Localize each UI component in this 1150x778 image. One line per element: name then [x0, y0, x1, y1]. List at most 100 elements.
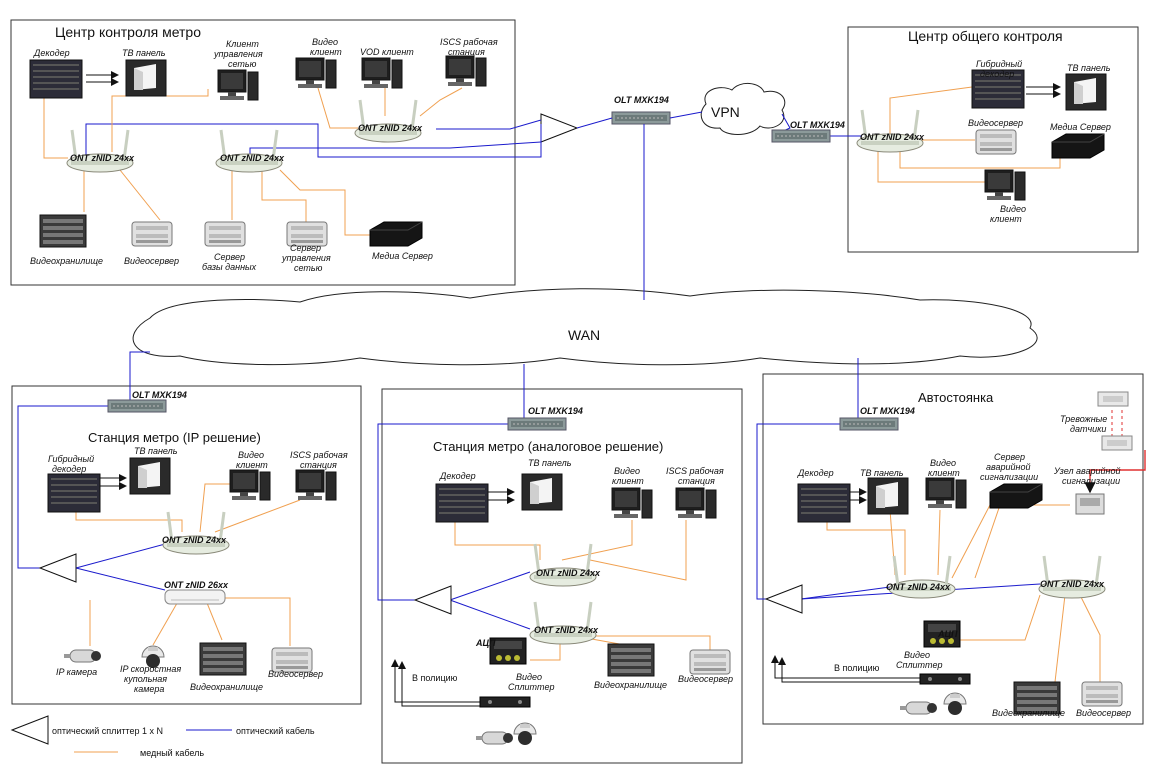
sip-storage [199, 642, 247, 676]
pk-alarm-server-label-2: аварийной [986, 462, 1031, 472]
signal-arrows [86, 71, 1061, 707]
san-ont-1-label: ONT zNID 24xx [536, 568, 601, 578]
san-police-label: В полицию [412, 673, 458, 683]
sip-storage-label: Видеохранилище [190, 682, 263, 692]
pk-video-splitter [919, 673, 971, 685]
pk-olt [839, 417, 899, 431]
san-video-client-label-1: Видео [614, 466, 640, 476]
mc-videoserver-label: Видеосервер [124, 256, 179, 266]
pk-ont-1-label: ONT zNID 24xx [886, 582, 951, 592]
pk-sensor-1 [1097, 391, 1129, 407]
gc-olt-label: OLT MXK194 [790, 120, 845, 130]
mc-nms-server-label-1: Сервер [290, 243, 321, 253]
sip-dome-label-3: камера [134, 684, 164, 694]
pk-video-client-label-1: Видео [930, 458, 956, 468]
mc-db-server-label-1: Сервер [214, 252, 245, 262]
sip-video-client-label-2: клиент [236, 460, 268, 470]
san-videoserver-label: Видеосервер [678, 674, 733, 684]
mc-videoserver [131, 221, 173, 247]
mc-vod-client-label: VOD клиент [360, 47, 414, 57]
mc-media-server-label: Медиа Сервер [372, 251, 433, 261]
sip-hybrid-label-2: декодер [52, 464, 86, 474]
mc-iscs-label-2: станция [448, 47, 485, 57]
pk-adc-label: АЦП [937, 629, 958, 639]
pk-sensors-label-1: Тревожные [1060, 414, 1107, 424]
pk-police-label: В полицию [834, 663, 880, 673]
copper-cables [43, 86, 1101, 683]
san-video-splitter [479, 696, 531, 708]
mc-media-server [369, 221, 423, 247]
mc-nms-client-label-1: Клиент [226, 39, 259, 49]
san-tv [521, 473, 563, 511]
gc-hybrid-label-1: Гибридный [976, 59, 1022, 69]
pk-alarm-node-label-1: Узел аварийной [1053, 466, 1121, 476]
legend-copper-label: медный кабель [140, 748, 204, 758]
gc-video-client-label-1: Видео [1000, 204, 1026, 214]
san-olt-label: OLT MXK194 [528, 406, 583, 416]
san-videoserver [689, 649, 731, 675]
metro-control-title: Центр контроля метро [55, 24, 201, 40]
sip-hybrid-decoder [47, 473, 101, 513]
pk-alarm-server-label-3: сигнализации [980, 472, 1038, 482]
pk-videoserver-label: Видеосервер [1076, 708, 1131, 718]
mc-nms-server-label-3: сетью [294, 263, 323, 273]
mc-decoder-label: Декодер [33, 48, 70, 58]
gc-hybrid-label-2: декодер [980, 69, 1014, 79]
san-splitter-label-2: Сплиттер [508, 682, 555, 692]
san-iscs-label-1: ISCS рабочая [666, 466, 724, 476]
sip-ont-2-label: ONT zNID 26xx [164, 580, 229, 590]
sensor-link [1111, 410, 1123, 440]
sip-iscs-label-1: ISCS рабочая [290, 450, 348, 460]
legend: оптический сплиттер 1 x N оптический каб… [11, 715, 315, 758]
pk-alarm-server [989, 483, 1043, 509]
pk-splitter-label-1: Видео [904, 650, 930, 660]
mc-nms-server-label-2: управления [281, 253, 331, 263]
pk-tv [867, 477, 909, 515]
mc-decoder [29, 59, 83, 99]
legend-splitter-label: оптический сплиттер 1 x N [52, 726, 163, 736]
wan-cloud: WAN [132, 288, 1038, 366]
gc-video-client-label-2: клиент [990, 214, 1022, 224]
sip-ip-camera-label: IP камера [56, 667, 97, 677]
parking-title: Автостоянка [918, 390, 994, 405]
mc-nms-client-label-3: сетью [228, 59, 257, 69]
mc-nms-client-label-2: управления [213, 49, 263, 59]
gc-media-server [1051, 133, 1105, 159]
mc-tv [125, 59, 167, 97]
legend-splitter-icon [11, 715, 49, 745]
san-ont-2-label: ONT zNID 24xx [534, 625, 599, 635]
pk-olt-label: OLT MXK194 [860, 406, 915, 416]
pk-alarm-server-label-1: Сервер [994, 452, 1025, 462]
san-video-client-label-2: клиент [612, 476, 644, 486]
mc-video-client-label-1: Видео [312, 37, 338, 47]
core-splitter [540, 113, 578, 143]
vpn-label: VPN [711, 104, 740, 120]
san-decoder-label: Декодер [439, 471, 476, 481]
vpn-cloud: VPN [700, 83, 786, 135]
sip-ont-2 [164, 589, 226, 605]
san-storage-label: Видеохранилище [594, 680, 667, 690]
mc-video-client-label-2: клиент [310, 47, 342, 57]
pk-decoder [797, 483, 851, 523]
legend-optical-label: оптический кабель [236, 726, 315, 736]
sip-iscs-label-2: станция [300, 460, 337, 470]
san-tv-label: ТВ панель [528, 458, 572, 468]
pk-alarm-node [1075, 493, 1105, 515]
alarm-link [1084, 450, 1146, 494]
pk-sensors-label-2: датчики [1070, 424, 1106, 434]
mc-iscs-label-1: ISCS рабочая [440, 37, 498, 47]
sip-dome-label-2: купольная [124, 674, 167, 684]
general-control-title: Центр общего контроля [908, 28, 1063, 44]
pk-storage-label: Видеохранилище [992, 708, 1065, 718]
mc-tv-label: ТВ панель [122, 48, 166, 58]
gc-tv-label: ТВ панель [1067, 63, 1111, 73]
sip-tv-label: ТВ панель [134, 446, 178, 456]
pk-video-client-label-2: клиент [928, 468, 960, 478]
gc-tv [1065, 73, 1107, 111]
sip-tv [129, 457, 171, 495]
sip-dome-label-1: IP скоростная [120, 664, 181, 674]
gc-olt [771, 129, 831, 143]
pk-decoder-label: Декодер [797, 468, 834, 478]
station-ip-title: Станция метро (IP решение) [88, 430, 261, 445]
pk-videoserver [1081, 681, 1123, 707]
